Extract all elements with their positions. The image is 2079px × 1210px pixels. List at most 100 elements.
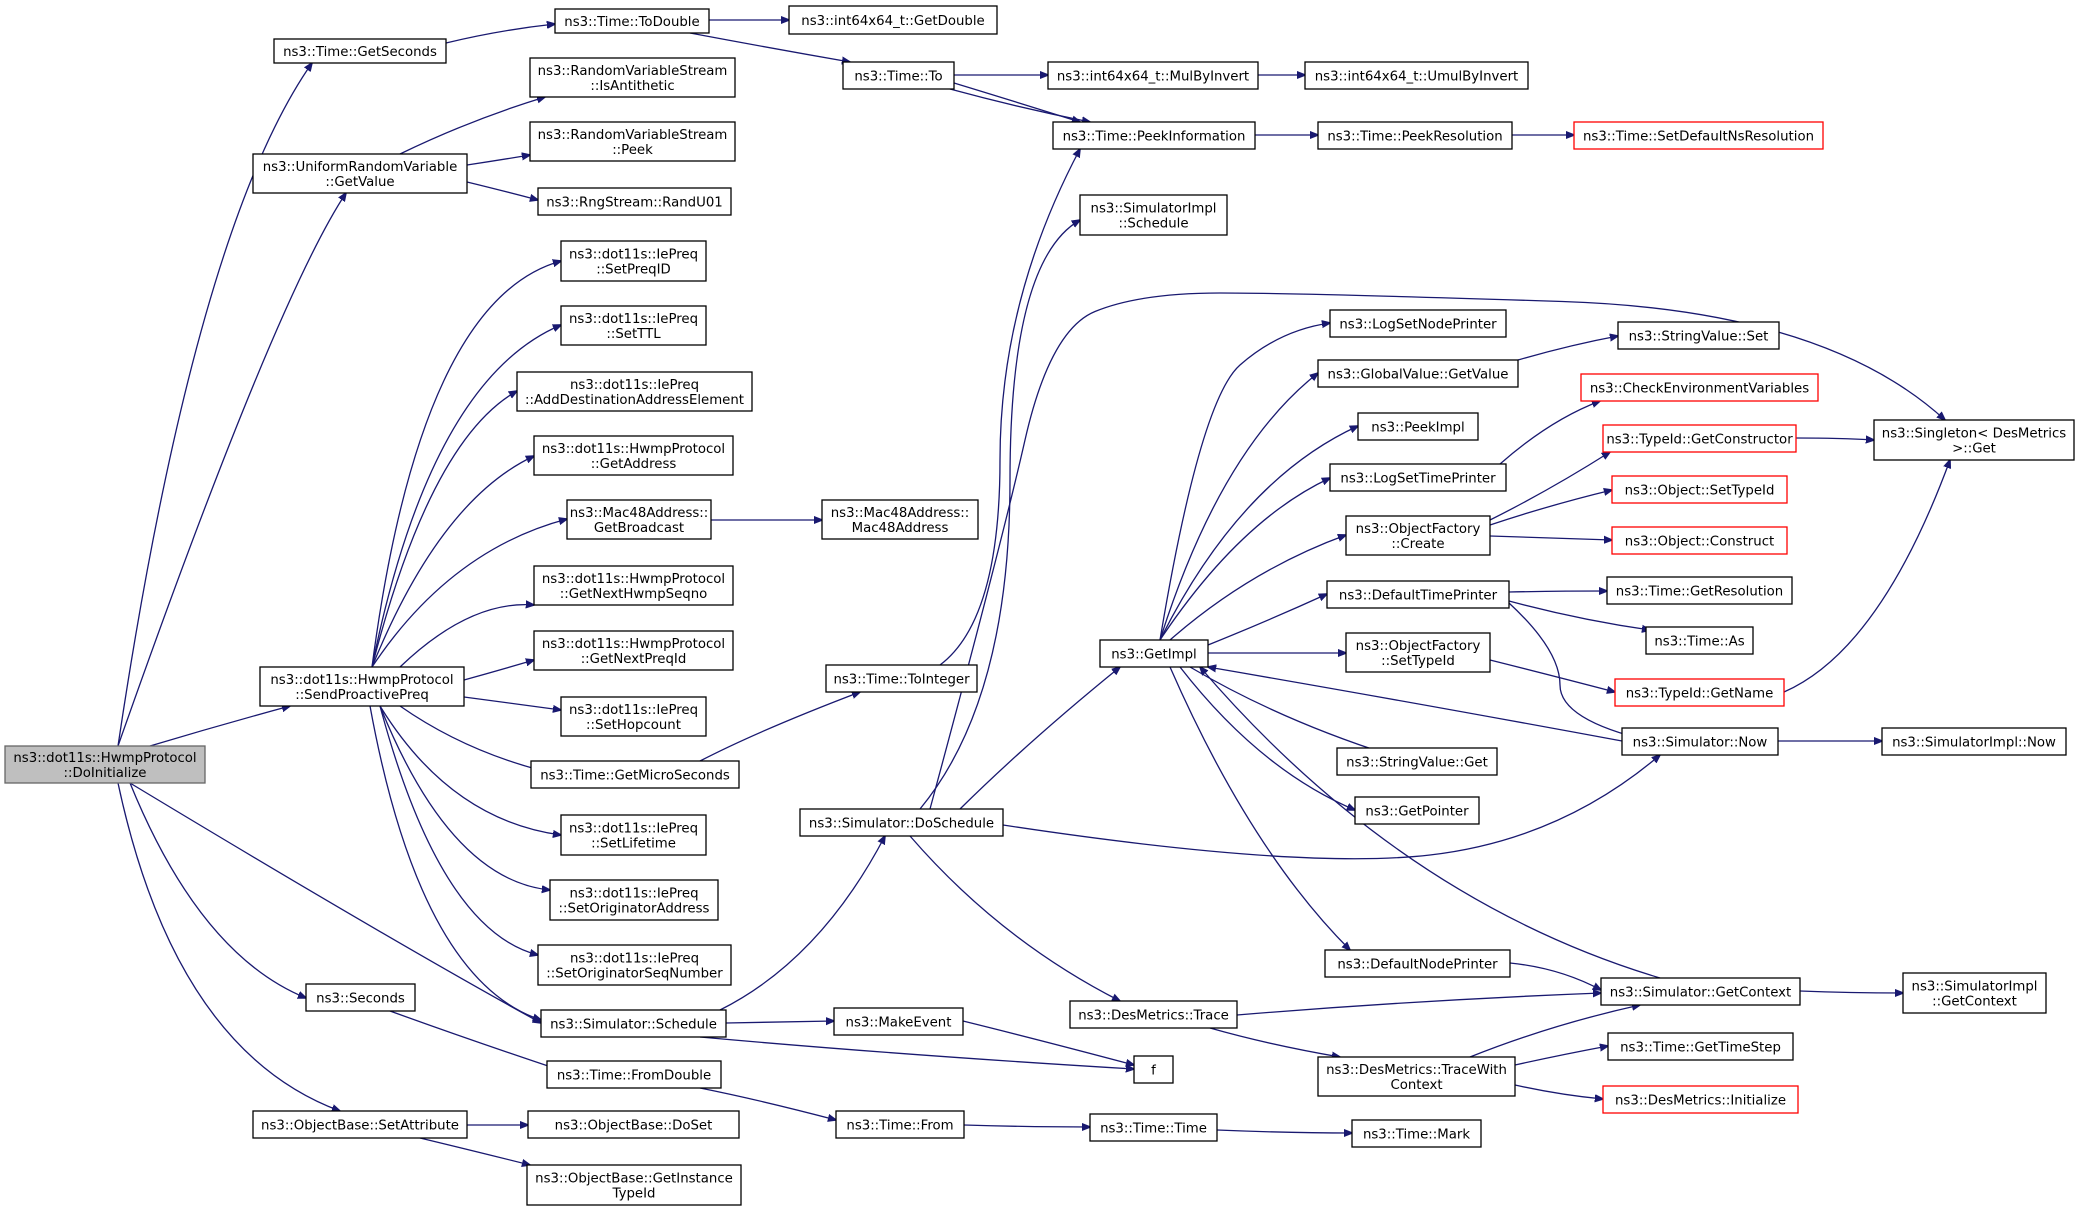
node-uniformGetValue[interactable]: ns3::UniformRandomVariable::GetValue	[252, 153, 468, 194]
node-label: ns3::SimulatorImpl	[1091, 202, 1217, 217]
edge-defTimePrinter-to-timeAs	[1508, 600, 1650, 630]
node-setOrigAddr[interactable]: ns3::dot11s::IePreq::SetOriginatorAddres…	[549, 879, 719, 921]
node-toInteger[interactable]: ns3::Time::ToInteger	[825, 664, 978, 693]
node-box	[305, 983, 416, 1012]
node-getResolution[interactable]: ns3::Time::GetResolution	[1606, 576, 1793, 605]
node-getBroadcast[interactable]: ns3::Mac48Address::GetBroadcast	[566, 499, 712, 540]
node-sendProactive[interactable]: ns3::dot11s::HwmpProtocol::SendProactive…	[259, 666, 465, 707]
node-getTimeStep[interactable]: ns3::Time::GetTimeStep	[1607, 1032, 1794, 1061]
node-peekInfo[interactable]: ns3::Time::PeekInformation	[1052, 121, 1256, 150]
node-root[interactable]: ns3::dot11s::HwmpProtocol::DoInitialize	[4, 745, 206, 784]
node-box	[1645, 626, 1754, 655]
node-label: ns3::Time::PeekResolution	[1327, 130, 1502, 145]
node-setOrigSeq[interactable]: ns3::dot11s::IePreq::SetOriginatorSeqNum…	[537, 944, 732, 986]
node-svSet[interactable]: ns3::StringValue::Set	[1617, 321, 1780, 350]
node-int64GetDouble[interactable]: ns3::int64x64_t::GetDouble	[788, 5, 998, 35]
node-gvGetValue[interactable]: ns3::GlobalValue::GetValue	[1317, 359, 1519, 388]
node-simImplSchedule[interactable]: ns3::SimulatorImpl::Schedule	[1079, 194, 1228, 236]
node-singleton[interactable]: ns3::Singleton< DesMetrics>::Get	[1873, 419, 2075, 461]
node-desInit[interactable]: ns3::DesMetrics::Initialize	[1602, 1085, 1799, 1114]
node-svGet[interactable]: ns3::StringValue::Get	[1336, 747, 1498, 776]
node-defTimePrinter[interactable]: ns3::DefaultTimePrinter	[1326, 580, 1510, 609]
node-peekRes[interactable]: ns3::Time::PeekResolution	[1317, 121, 1513, 150]
edge-getName-to-singleton	[1783, 460, 1950, 693]
node-label: ns3::dot11s::IePreq	[569, 312, 698, 327]
node-checkEnv[interactable]: ns3::CheckEnvironmentVariables	[1580, 373, 1819, 402]
node-label: ::GetNextPreqId	[581, 652, 687, 667]
edge-timeTime-to-timeMark	[1216, 1130, 1352, 1133]
node-construct[interactable]: ns3::Object::Construct	[1611, 526, 1788, 555]
node-getImpl[interactable]: ns3::GetImpl	[1099, 639, 1209, 668]
node-label: ::SetTTL	[606, 327, 661, 342]
edge-root-to-seconds	[129, 782, 306, 998]
node-logSetTime[interactable]: ns3::LogSetTimePrinter	[1329, 463, 1507, 492]
node-box	[529, 121, 736, 162]
node-label: ns3::StringValue::Get	[1346, 756, 1488, 771]
node-setTypeIdObj[interactable]: ns3::Object::SetTypeId	[1611, 475, 1788, 504]
node-timeMark[interactable]: ns3::Time::Mark	[1351, 1119, 1482, 1148]
node-timeTime[interactable]: ns3::Time::Time	[1089, 1113, 1218, 1142]
node-ofCreate[interactable]: ns3::ObjectFactory::Create	[1345, 515, 1491, 556]
node-getName[interactable]: ns3::TypeId::GetName	[1614, 678, 1785, 707]
node-box	[1345, 515, 1491, 556]
node-box	[537, 187, 732, 216]
node-setDefaultNs[interactable]: ns3::Time::SetDefaultNsResolution	[1573, 121, 1824, 150]
node-getNextPreqId[interactable]: ns3::dot11s::HwmpProtocol::GetNextPreqId	[533, 630, 734, 671]
node-box	[533, 630, 734, 671]
edge-getImpl-to-ofCreate	[1169, 535, 1346, 641]
node-setTTL[interactable]: ns3::dot11s::IePreq::SetTTL	[560, 305, 707, 346]
edge-root-to-sendProactive	[149, 706, 290, 747]
node-getAddress[interactable]: ns3::dot11s::HwmpProtocol::GetAddress	[533, 435, 734, 476]
node-addDest[interactable]: ns3::dot11s::IePreq::AddDestinationAddre…	[516, 371, 753, 412]
node-doSet[interactable]: ns3::ObjectBase::DoSet	[527, 1110, 740, 1139]
node-box	[533, 435, 734, 476]
node-getSeconds[interactable]: ns3::Time::GetSeconds	[273, 38, 447, 64]
node-box	[1580, 373, 1819, 402]
node-setHopcount[interactable]: ns3::dot11s::IePreq::SetHopcount	[560, 696, 707, 737]
node-timeTo[interactable]: ns3::Time::To	[842, 61, 955, 90]
node-label: ns3::Mac48Address::	[570, 506, 709, 521]
node-desTrace[interactable]: ns3::DesMetrics::Trace	[1069, 1000, 1238, 1029]
node-randU01[interactable]: ns3::RngStream::RandU01	[537, 187, 732, 216]
node-setLifetime[interactable]: ns3::dot11s::IePreq::SetLifetime	[560, 814, 707, 856]
node-fromDouble[interactable]: ns3::Time::FromDouble	[546, 1060, 722, 1089]
node-box	[1617, 321, 1780, 350]
node-getNextSeqno[interactable]: ns3::dot11s::HwmpProtocol::GetNextHwmpSe…	[533, 565, 734, 606]
node-setAttribute[interactable]: ns3::ObjectBase::SetAttribute	[252, 1110, 468, 1139]
node-getPointer[interactable]: ns3::GetPointer	[1354, 796, 1480, 825]
node-simSchedule[interactable]: ns3::Simulator::Schedule	[540, 1009, 727, 1038]
node-ofSetTypeId[interactable]: ns3::ObjectFactory::SetTypeId	[1345, 632, 1491, 673]
node-timeAs[interactable]: ns3::Time::As	[1645, 626, 1754, 655]
node-rvsPeek[interactable]: ns3::RandomVariableStream::Peek	[529, 121, 736, 162]
node-setPreqId[interactable]: ns3::dot11s::IePreq::SetPreqID	[560, 240, 707, 282]
node-umulByInvert[interactable]: ns3::int64x64_t::UmulByInvert	[1304, 61, 1529, 90]
node-defNodePrinter[interactable]: ns3::DefaultNodePrinter	[1324, 949, 1511, 978]
node-getContext[interactable]: ns3::Simulator::GetContext	[1600, 977, 1801, 1006]
node-label: ns3::Time::PeekInformation	[1063, 130, 1246, 145]
node-label: ns3::Time::As	[1654, 635, 1744, 650]
node-getMicro[interactable]: ns3::Time::GetMicroSeconds	[530, 760, 740, 789]
node-toDouble[interactable]: ns3::Time::ToDouble	[554, 8, 710, 34]
node-isAntithetic[interactable]: ns3::RandomVariableStream::IsAntithetic	[529, 57, 736, 98]
node-label: ns3::Simulator::Schedule	[550, 1018, 717, 1033]
node-label: ns3::dot11s::IePreq	[570, 378, 699, 393]
node-getCtor[interactable]: ns3::TypeId::GetConstructor	[1602, 424, 1797, 453]
node-label: ns3::DefaultNodePrinter	[1337, 958, 1498, 973]
edge-getImpl-to-defTimePrinter	[1207, 594, 1327, 646]
node-timeFrom[interactable]: ns3::Time::From	[835, 1110, 965, 1139]
node-makeEvent[interactable]: ns3::MakeEvent	[833, 1007, 964, 1036]
node-simNow[interactable]: ns3::Simulator::Now	[1621, 727, 1779, 756]
node-mulByInvert[interactable]: ns3::int64x64_t::MulByInvert	[1047, 61, 1259, 90]
node-box	[1304, 61, 1529, 90]
node-seconds[interactable]: ns3::Seconds	[305, 983, 416, 1012]
node-label: ns3::UniformRandomVariable	[263, 160, 458, 175]
node-simImplGetContext[interactable]: ns3::SimulatorImpl::GetContext	[1902, 972, 2047, 1014]
node-f[interactable]: f	[1133, 1055, 1174, 1084]
node-mac48[interactable]: ns3::Mac48Address::Mac48Address	[821, 499, 979, 540]
node-simImplNow[interactable]: ns3::SimulatorImpl::Now	[1881, 727, 2067, 756]
node-doSchedule[interactable]: ns3::Simulator::DoSchedule	[799, 808, 1004, 837]
node-logSetNode[interactable]: ns3::LogSetNodePrinter	[1329, 309, 1507, 338]
node-peekImpl[interactable]: ns3::PeekImpl	[1357, 412, 1479, 441]
